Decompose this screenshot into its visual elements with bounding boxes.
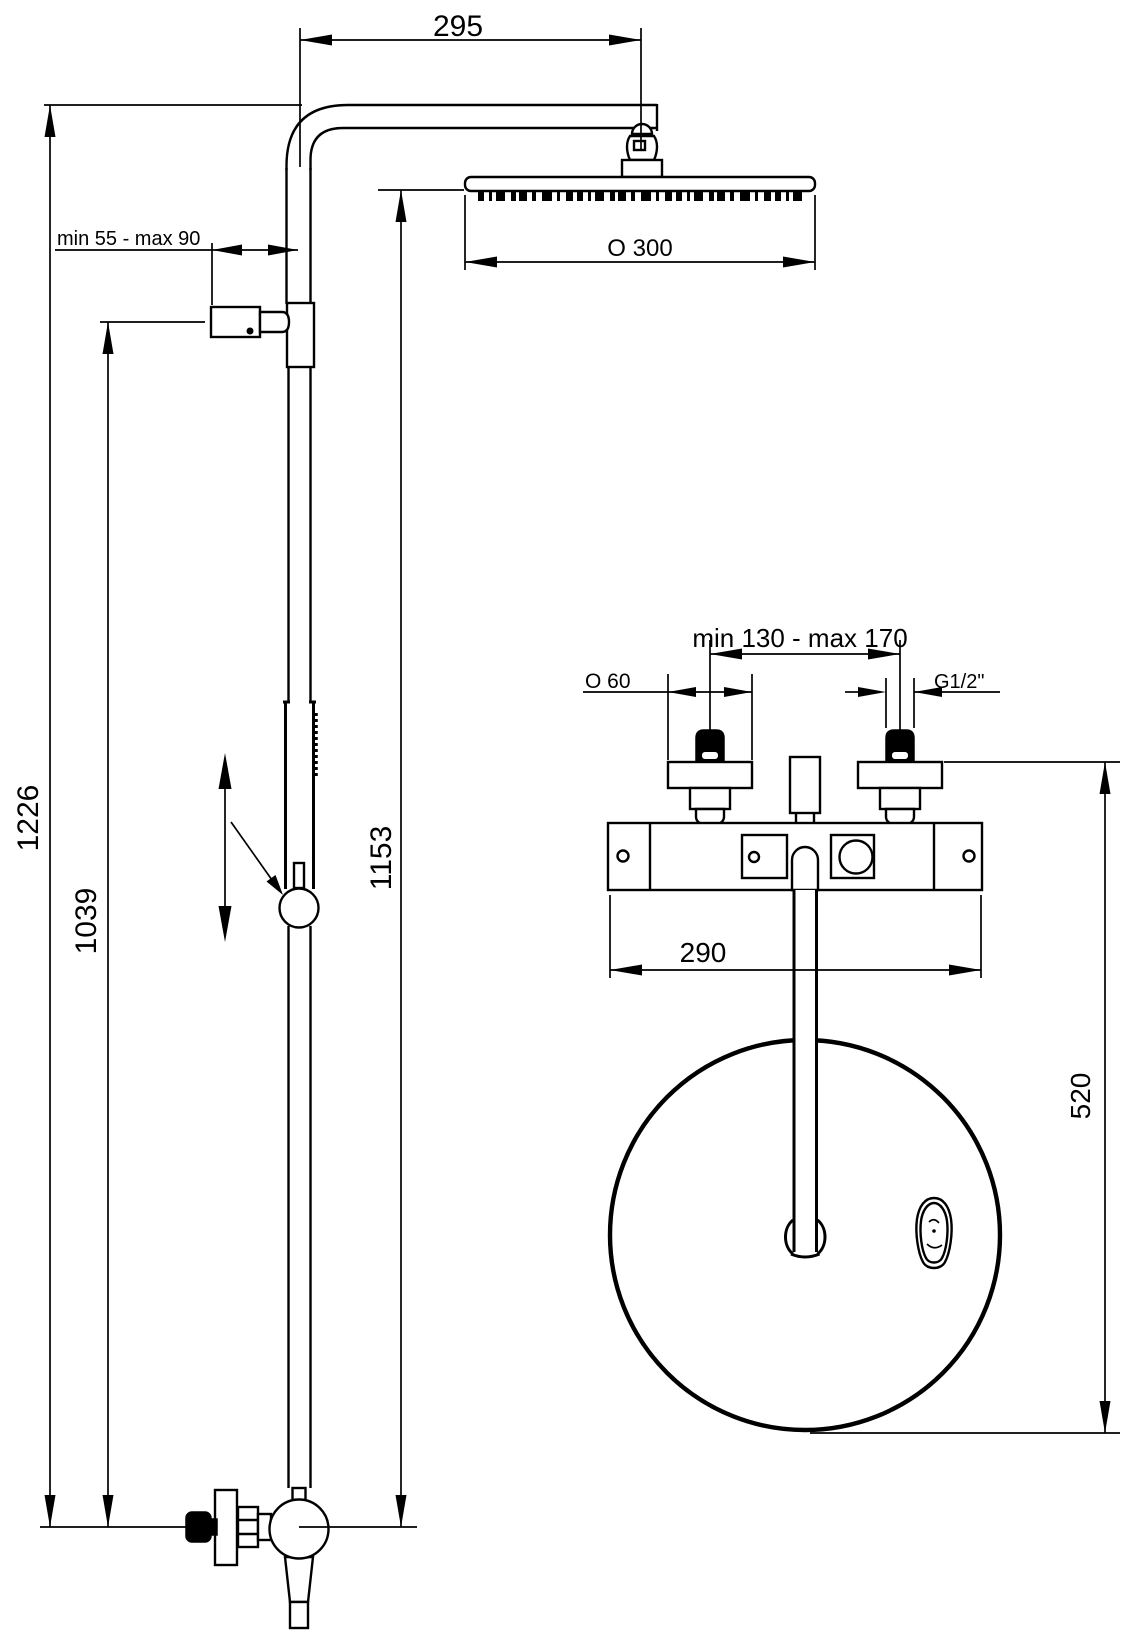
inlet-left-reducer [688, 786, 732, 811]
hose-collar-left [784, 1218, 795, 1256]
logo-mark-3 [926, 1243, 943, 1249]
wall-bracket-screw [246, 327, 254, 335]
dim-g12-label: G1/2" [934, 671, 984, 693]
wall-bracket-arm [258, 310, 291, 334]
ball-joint-dome [630, 122, 654, 136]
valve-coupling [236, 1505, 260, 1549]
dim-min55-label: min 55 - max 90 [57, 228, 200, 250]
column-sleeve [285, 301, 316, 369]
shower-column-pipe [285, 168, 316, 1488]
hose-end-cap [790, 1252, 821, 1259]
dim-1153-label: 1153 [365, 826, 398, 891]
valve-body-circle [268, 1498, 330, 1560]
dim-295: 295 [299, 10, 642, 167]
shower-arm [285, 103, 659, 170]
logo-mark-2 [932, 1229, 936, 1233]
dim-o300-label: O 300 [607, 235, 672, 262]
dim-min130-label: min 130 - max 170 [692, 623, 907, 653]
dim-520-label: 520 [1065, 1073, 1096, 1120]
dim-1226: 1226 [12, 104, 302, 1527]
temperature-knob-side [185, 1511, 212, 1543]
inlet-right-escutcheon [856, 760, 944, 790]
mixer-screw-right [962, 849, 976, 863]
brand-logo-badge [915, 1196, 953, 1270]
dimensions: 295 O 300 min 55 - max 90 1226 [12, 10, 1120, 1528]
logo-mark-1 [928, 1218, 940, 1224]
dim-520: 520 [810, 761, 1120, 1434]
slide-arrow-up [218, 753, 232, 789]
dim-1039: 1039 [70, 321, 205, 1527]
dim-290-label: 290 [680, 937, 727, 968]
inlet-right-slot [892, 752, 908, 759]
holder-clip [292, 861, 306, 890]
thermostatic-valve-side [185, 1486, 330, 1630]
dim-thread: G1/2" [845, 671, 1000, 728]
mixer-panel-screw [747, 850, 761, 864]
dim-1226-label: 1226 [12, 785, 45, 852]
dim-bracket-offset: min 55 - max 90 [55, 228, 298, 305]
slide-direction-arrows [218, 753, 283, 942]
valve-handle-tip [288, 1600, 310, 1630]
valve-wall-plate [213, 1488, 239, 1567]
dim-295-label: 295 [433, 10, 483, 43]
dim-1039-label: 1039 [70, 888, 103, 955]
rain-shower-head-side [463, 175, 817, 201]
wall-bracket [209, 305, 291, 339]
inlet-left-escutcheon [666, 760, 754, 790]
head-plate [463, 175, 817, 193]
dim-head-diameter: O 300 [464, 195, 816, 270]
slide-arrow-down [218, 906, 232, 942]
inlet-left-slot [702, 752, 718, 759]
diverter-knob-front [838, 839, 874, 875]
dim-290: 290 [609, 895, 982, 978]
hose-outlet-arch [790, 845, 820, 892]
valve-handle-cone [283, 1555, 315, 1604]
side-view [185, 103, 817, 1630]
valve-neck [291, 1486, 307, 1502]
hose-collar-right [816, 1218, 827, 1256]
dim-o60-label: O 60 [585, 670, 631, 693]
ball-joint-bracket [620, 158, 664, 179]
dim-escutcheon: O 60 [583, 670, 753, 760]
mixer-screw-left [616, 849, 630, 863]
ball-joint [620, 122, 664, 179]
inlet-right-reducer [878, 786, 922, 811]
hand-shower [278, 700, 320, 929]
slider-knob [278, 887, 320, 929]
shower-hose-front [784, 890, 827, 1259]
front-view [606, 729, 1003, 1433]
ball-joint-notch [632, 139, 647, 152]
column-socket-front [788, 755, 822, 852]
dim-inlet-spacing: min 130 - max 170 [692, 623, 908, 730]
dim-1153: 1153 [365, 189, 464, 1527]
inlet-right [856, 729, 944, 828]
mixer-bar-front [606, 821, 984, 892]
inlet-left [666, 729, 754, 828]
knob-pointer-arrow [266, 875, 283, 895]
